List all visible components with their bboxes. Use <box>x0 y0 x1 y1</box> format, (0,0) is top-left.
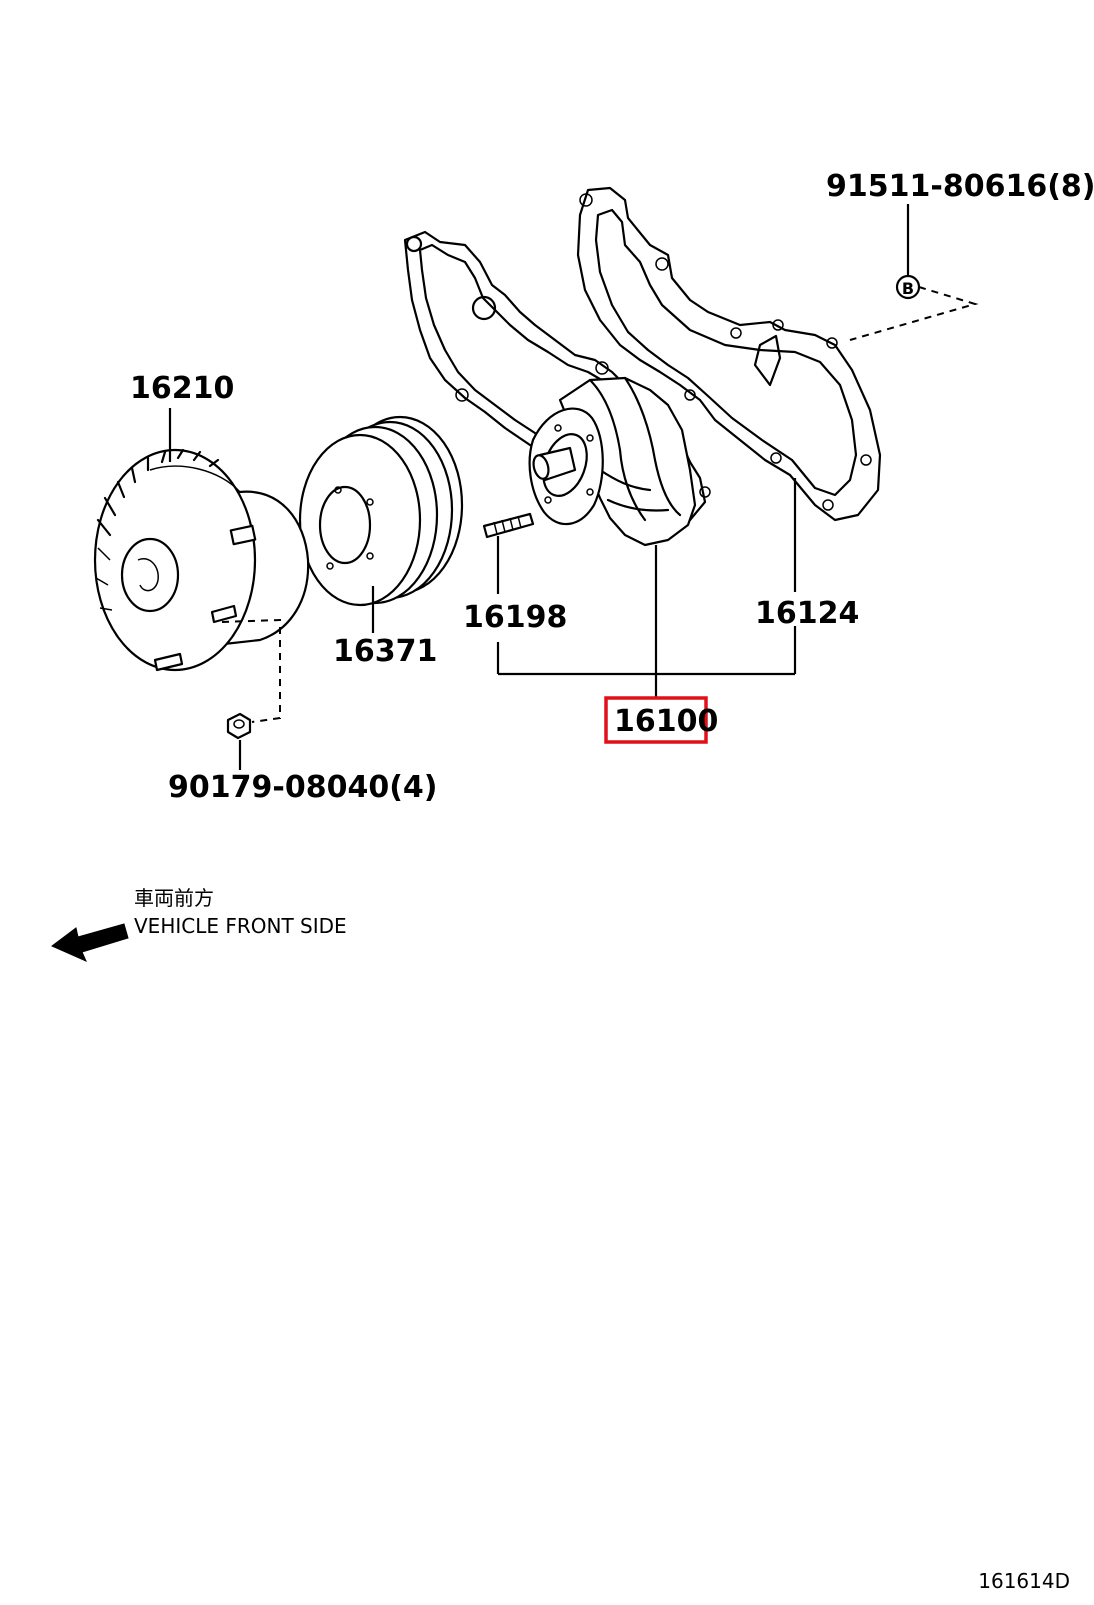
pulley-drawing[interactable] <box>298 415 464 607</box>
leader-lines <box>168 204 910 770</box>
bolt-marker[interactable]: B <box>895 274 921 300</box>
label-bolt[interactable]: 91511-80616(8) <box>826 169 1094 204</box>
label-fan-clutch[interactable]: 16210 <box>130 371 234 406</box>
label-water-pump-assy[interactable]: 16100 <box>614 704 718 739</box>
label-stud[interactable]: 16198 <box>463 600 567 635</box>
label-nut[interactable]: 90179-08040(4) <box>168 770 438 805</box>
direction-label-en: VEHICLE FRONT SIDE <box>134 914 347 938</box>
highlight-box <box>604 696 708 744</box>
vehicle-front-indicator: 車両前方 VEHICLE FRONT SIDE <box>51 886 347 962</box>
nut-drawing[interactable] <box>226 712 252 740</box>
bolt-marker-letter: B <box>902 279 914 298</box>
stud-drawing[interactable] <box>482 512 535 539</box>
fan-clutch-drawing[interactable] <box>93 448 310 672</box>
dashed-leaders <box>221 286 979 723</box>
arrow-left-icon <box>51 923 129 962</box>
direction-label-jp: 車両前方 <box>134 886 214 910</box>
figure-id: 161614D <box>978 1569 1070 1593</box>
label-pulley[interactable]: 16371 <box>333 634 437 669</box>
water-pump-body[interactable] <box>528 376 697 547</box>
label-gasket[interactable]: 16124 <box>755 596 859 631</box>
gasket-drawing[interactable] <box>576 186 882 522</box>
